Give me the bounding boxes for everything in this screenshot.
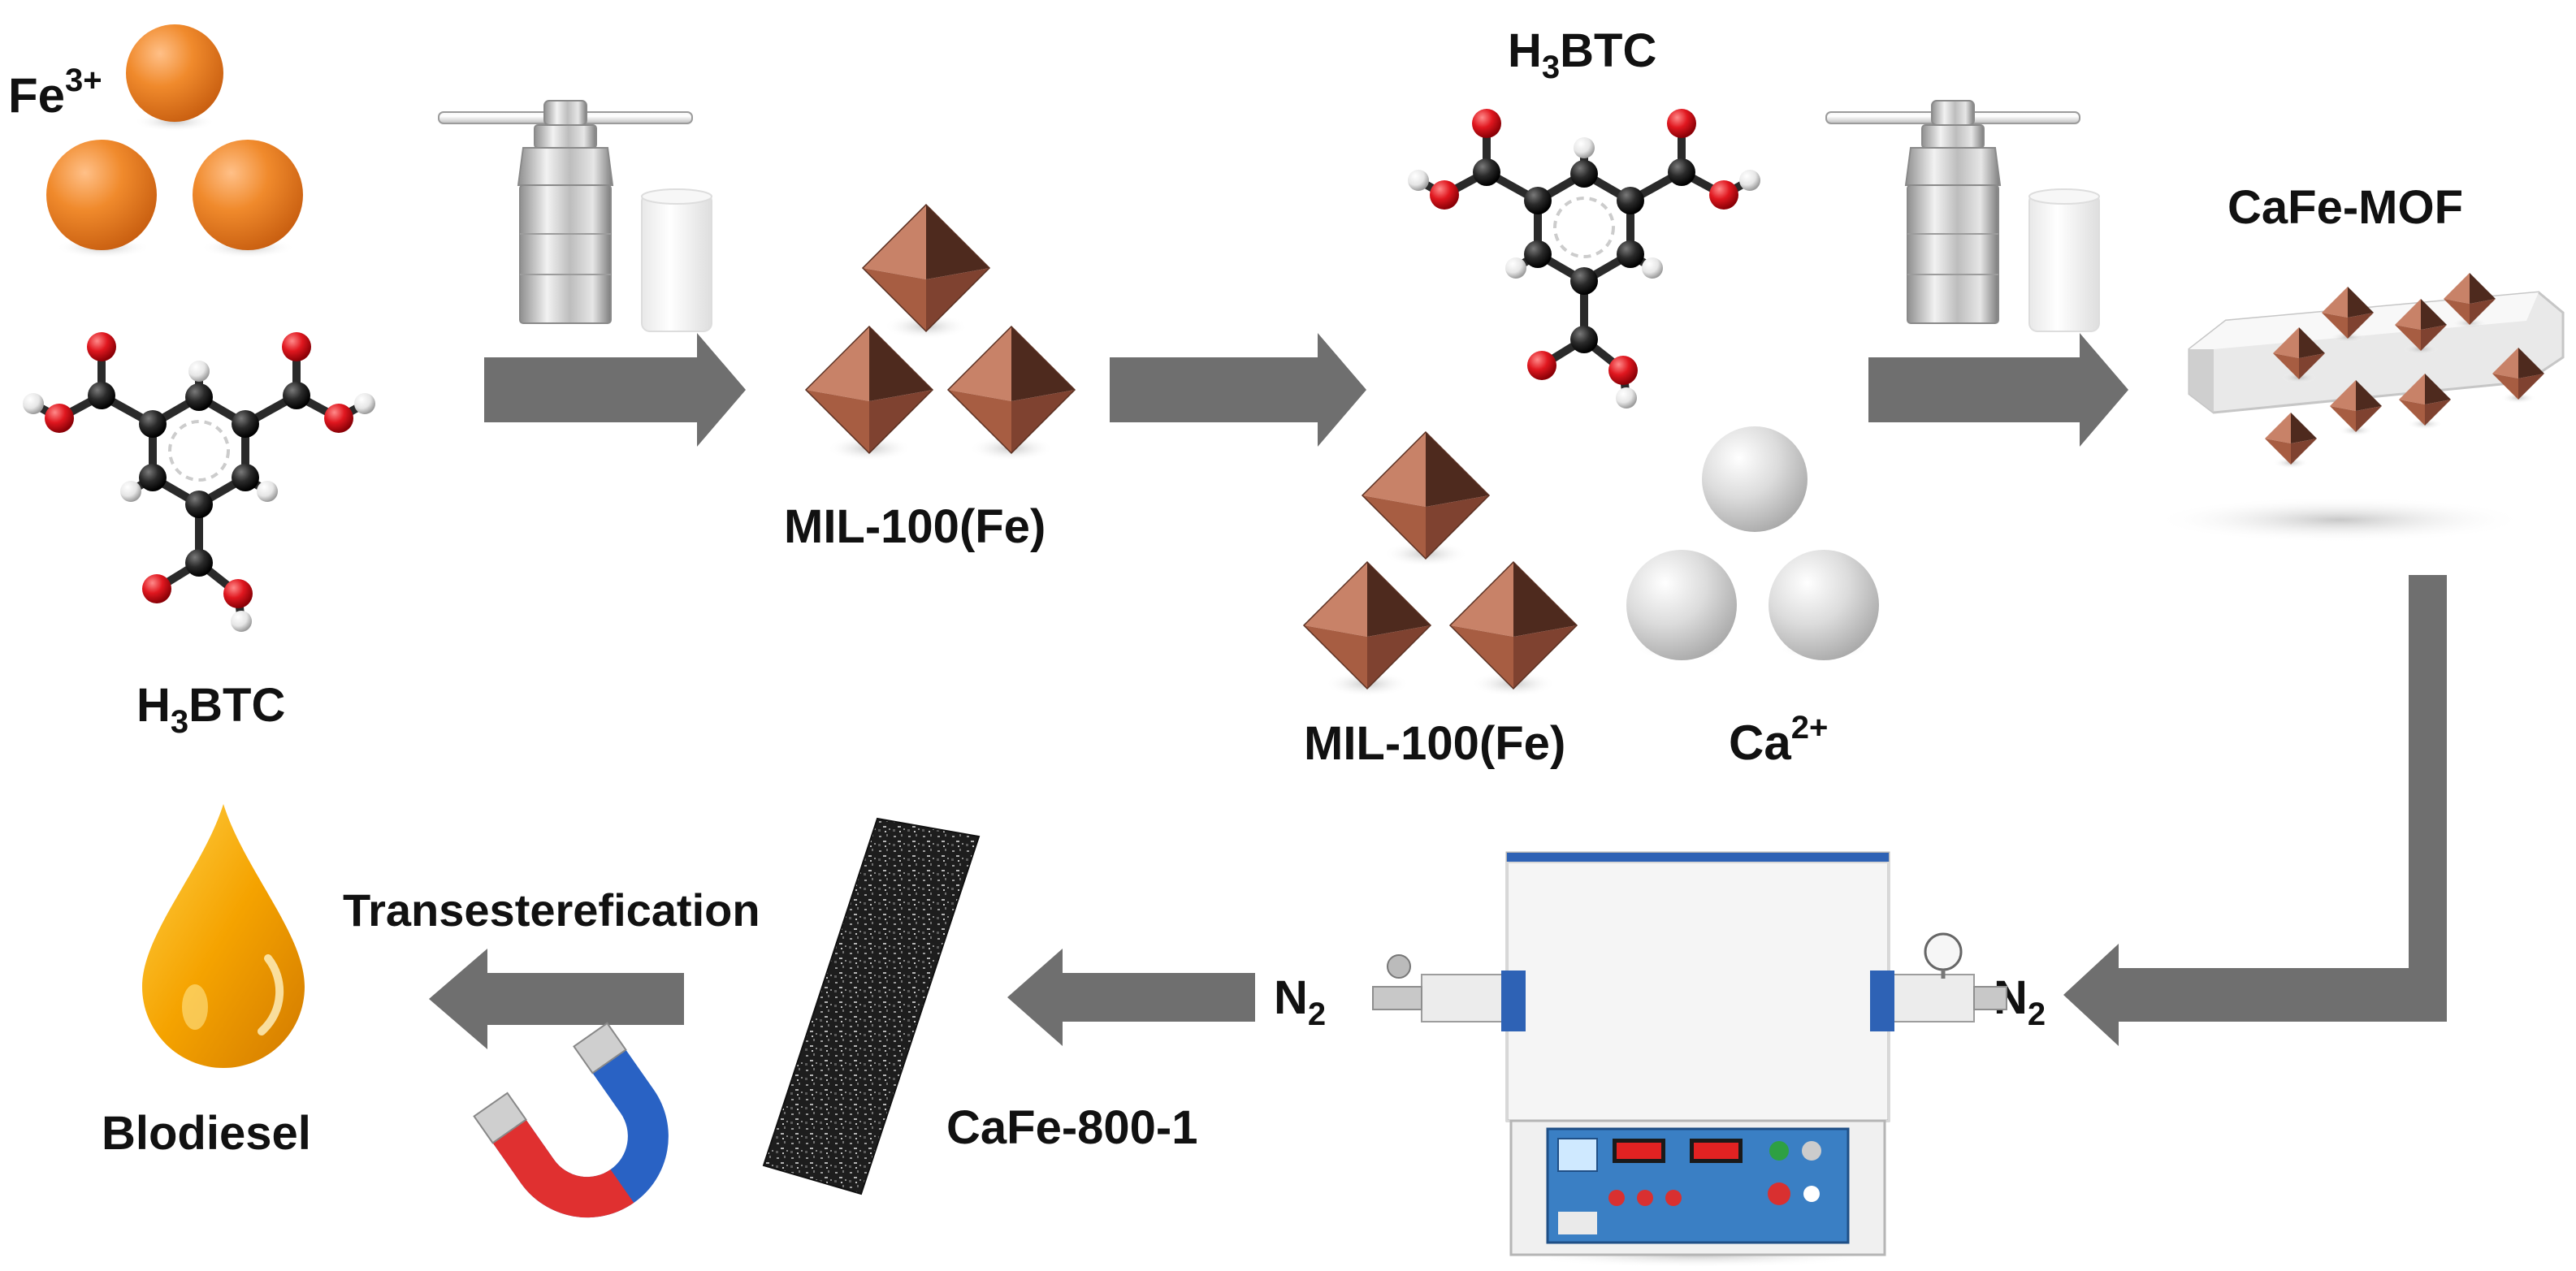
- fe-ion-label: Fe3+: [8, 63, 102, 123]
- cafe-mof-rod: [2153, 273, 2565, 543]
- oil-drop-icon: [142, 804, 305, 1068]
- autoclave-icon-2: [1825, 100, 2100, 332]
- n2-label-left: N2: [1274, 971, 1326, 1032]
- autoclave-icon-1: [438, 100, 712, 332]
- mil100-octahedra-1: [805, 204, 1076, 462]
- cafe-mof-label: CaFe-MOF: [2227, 181, 2463, 234]
- arrow-6: [429, 949, 684, 1049]
- h3btc-molecule-left: [23, 332, 375, 632]
- mil100-label-2: MIL-100(Fe): [1304, 717, 1565, 770]
- tube-furnace-icon: [1372, 851, 2007, 1268]
- arrow-2: [1110, 333, 1366, 447]
- mil100-octahedra-2: [1303, 431, 1578, 698]
- h3btc-label-left: H3BTC: [136, 679, 285, 740]
- arrow-3: [1868, 333, 2128, 447]
- ca-ion-spheres: [1626, 426, 1879, 660]
- ca-ion-label: Ca2+: [1729, 710, 1828, 770]
- h3btc-molecule-center: [1408, 109, 1760, 409]
- arrow-1: [484, 333, 746, 447]
- arrow-5: [1007, 949, 1255, 1046]
- h3btc-label-center: H3BTC: [1508, 24, 1656, 85]
- transesterification-label: Transesterefication: [343, 884, 760, 936]
- magnet-icon: [473, 1022, 669, 1218]
- fe-ion-spheres: [46, 24, 303, 258]
- cafe-800-sample: [762, 817, 981, 1195]
- biodiesel-label: Blodiesel: [102, 1107, 311, 1160]
- cafe-800-label: CaFe-800-1: [946, 1101, 1197, 1154]
- mil100-label-1: MIL-100(Fe): [784, 500, 1046, 553]
- arrow-4-elbow: [2063, 575, 2447, 1046]
- n2-label-right: N2: [1994, 971, 2046, 1032]
